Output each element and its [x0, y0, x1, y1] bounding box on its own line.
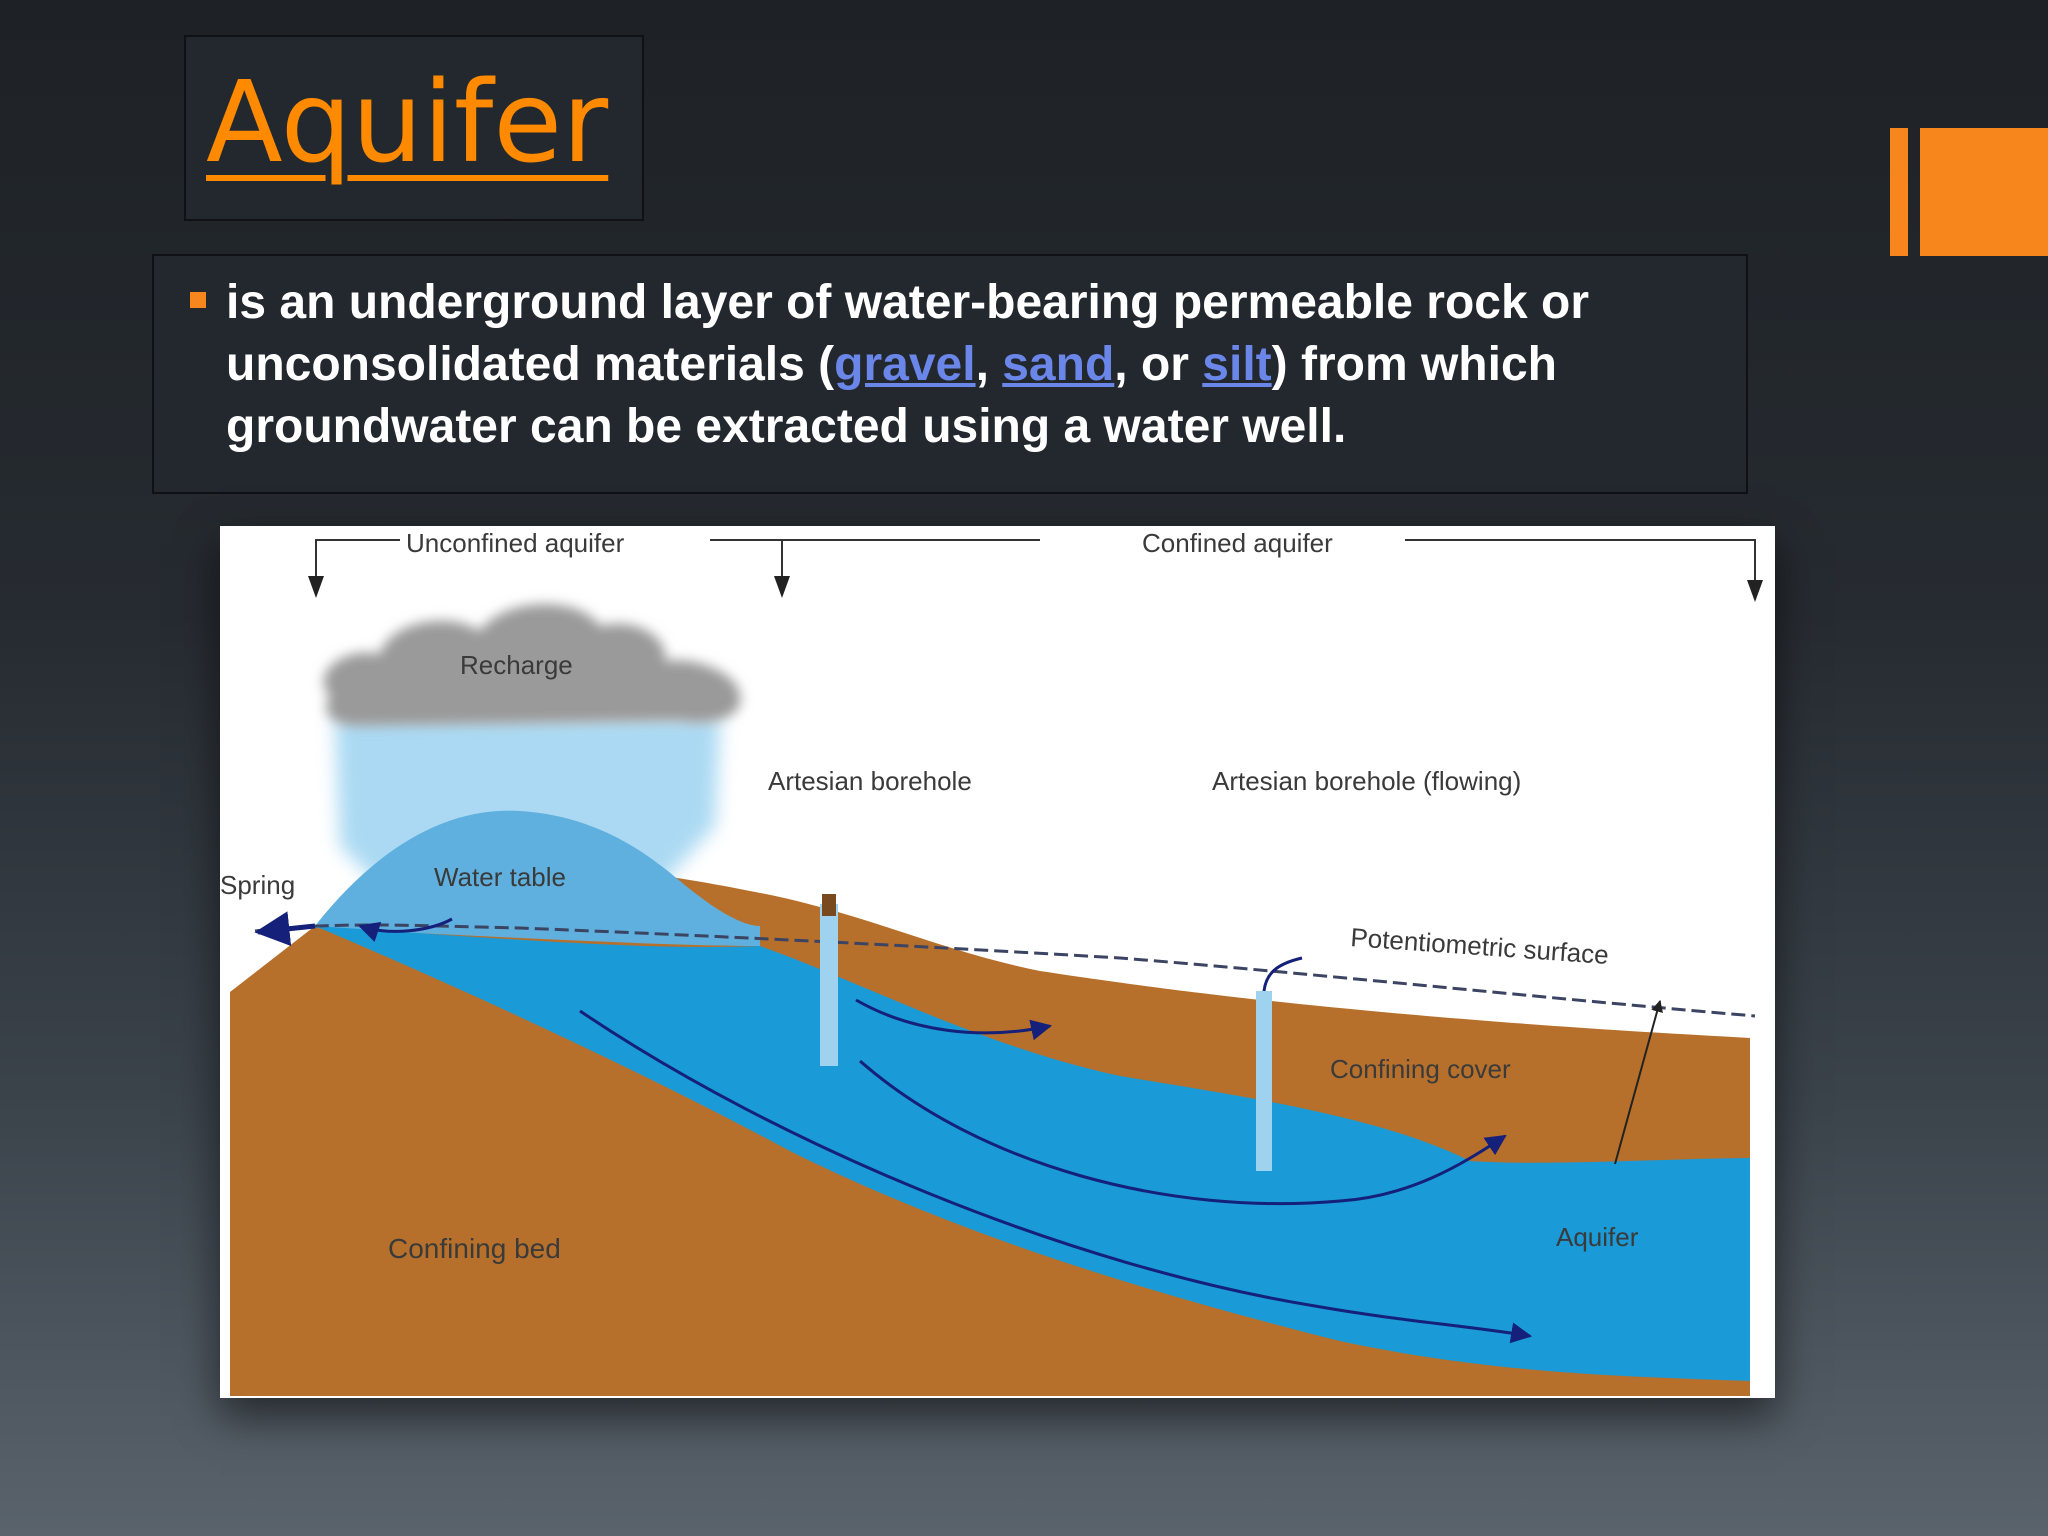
label-water-table: Water table [434, 862, 566, 892]
label-spring: Spring [220, 870, 295, 900]
label-potentiometric-surface: Potentiometric surface [1350, 922, 1610, 970]
water-table-flow-arrow [358, 917, 453, 942]
artesian-borehole-well [820, 904, 838, 1066]
page-title: Aquifer [206, 58, 609, 188]
aquifer-layer [315, 926, 1750, 1381]
borehole-cap [822, 894, 836, 916]
flowing-borehole-well [1256, 991, 1272, 1171]
link-sand[interactable]: sand [1002, 338, 1115, 391]
aquifer-diagram: Unconfined aquifer Confined aquifer Rech… [220, 526, 1775, 1398]
definition-separator-1: , [975, 338, 1003, 391]
definition-text: is an underground layer of water-bearing… [226, 272, 1726, 458]
label-confined-aquifer: Confined aquifer [1142, 528, 1333, 558]
link-gravel[interactable]: gravel [834, 338, 976, 391]
accent-bar-thin [1890, 128, 1908, 256]
label-artesian-borehole-flowing: Artesian borehole (flowing) [1212, 766, 1521, 796]
label-unconfined-aquifer: Unconfined aquifer [406, 528, 625, 558]
title-box: Aquifer [184, 35, 644, 221]
link-silt[interactable]: silt [1202, 338, 1272, 391]
definition-part-2: ) from which groundwater can be extracte… [226, 338, 1557, 453]
label-aquifer: Aquifer [1556, 1222, 1639, 1252]
aquifer-diagram-svg: Unconfined aquifer Confined aquifer Rech… [220, 528, 1763, 1396]
aquifer-extent-brackets [315, 539, 1756, 586]
label-artesian-borehole: Artesian borehole [768, 766, 972, 796]
bullet-square-icon [190, 292, 206, 308]
definition-part-1: is an underground layer of water-bearing… [226, 276, 1590, 391]
water-table-zone [315, 810, 760, 946]
label-confining-cover: Confining cover [1330, 1054, 1511, 1084]
label-recharge: Recharge [460, 650, 573, 680]
label-confining-bed: Confining bed [388, 1233, 561, 1264]
groundwater-flow-lines [579, 998, 1533, 1344]
accent-bar-block [1920, 128, 2048, 256]
definition-separator-2: , or [1114, 338, 1203, 391]
bracket-arrows [308, 576, 1763, 602]
flowing-water-arrow [1262, 956, 1303, 992]
spring-arrow [254, 911, 316, 947]
aquifer-pointer-arrow [1614, 999, 1663, 1165]
potentiometric-surface-line [254, 923, 1756, 1018]
definition-box: is an underground layer of water-bearing… [152, 254, 1748, 494]
recharge-cloud [323, 604, 741, 726]
